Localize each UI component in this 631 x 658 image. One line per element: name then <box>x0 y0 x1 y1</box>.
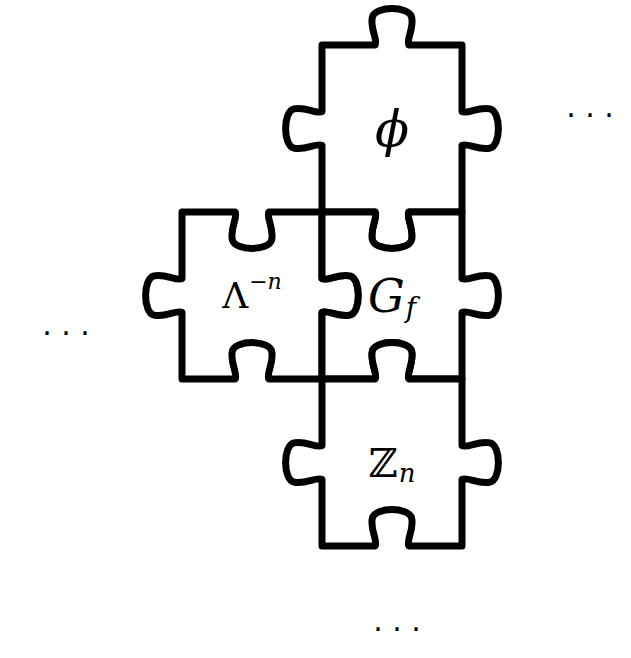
puzzle-piece: ϕ <box>322 45 462 212</box>
puzzle-piece: Λ−n <box>182 212 322 379</box>
math-script: f <box>406 294 416 322</box>
math-symbol: G <box>368 273 405 319</box>
piece-label: ϕ <box>322 45 462 212</box>
piece-label: Gf <box>322 212 462 379</box>
math-script: n <box>399 460 416 486</box>
math-symbol: Λ <box>222 278 248 314</box>
ellipsis: · · · <box>566 101 614 131</box>
math-symbol: ℤ <box>369 443 398 483</box>
puzzle-piece: Gf <box>322 212 462 379</box>
ellipsis: · · · <box>373 615 421 645</box>
puzzle-piece: ℤn <box>322 379 462 546</box>
math-script: −n <box>249 271 282 293</box>
piece-label: ℤn <box>322 379 462 546</box>
math-symbol: ϕ <box>375 104 409 154</box>
puzzle-piece-shape <box>286 343 499 546</box>
piece-label: Λ−n <box>182 212 322 379</box>
ellipsis: · · · <box>42 319 90 349</box>
